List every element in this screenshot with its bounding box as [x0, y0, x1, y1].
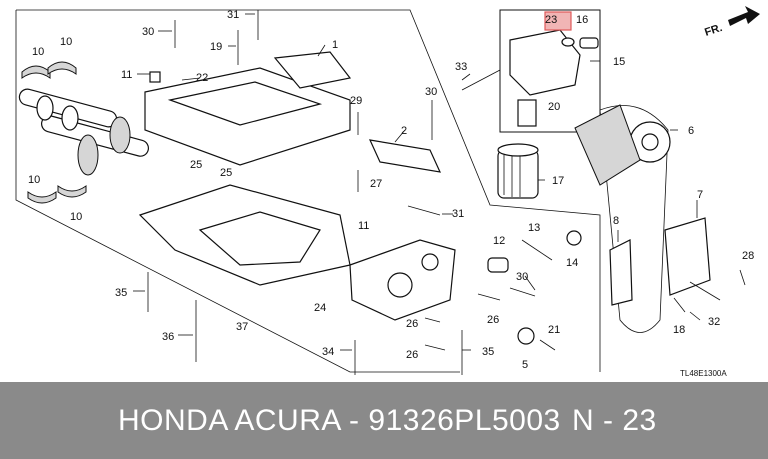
callout-35: 35 [482, 346, 494, 358]
chain-guide-8 [609, 239, 633, 306]
callout-25: 25 [220, 167, 232, 179]
callout-25: 25 [190, 159, 202, 171]
callout-10: 10 [60, 36, 72, 48]
shaft-bearings-bottom [27, 185, 87, 204]
callout-30: 30 [516, 271, 528, 283]
chain-tensioner-7 [664, 217, 711, 296]
reference-number-text: N - 23 [572, 404, 657, 437]
filter-housing-box [499, 9, 601, 133]
spring-13 [521, 239, 553, 261]
parts-diagram: FR. 30 31 19 1 10 10 11 22 29 30 2 [15, 6, 760, 378]
balancer-housing-lower [138, 184, 351, 286]
callout-27: 27 [370, 178, 382, 190]
highlight-box [544, 11, 572, 31]
sprocket-5 [517, 327, 535, 345]
callout-23: 23 [545, 14, 557, 26]
callout-26: 26 [406, 349, 418, 361]
oil-pump [349, 239, 456, 321]
callout-13: 13 [528, 222, 540, 234]
drawing-code: TL48E1300A [680, 369, 727, 378]
callout-11: 11 [358, 220, 369, 232]
frame-line [16, 9, 601, 372]
callout-28: 28 [742, 250, 754, 262]
callout-26: 26 [487, 314, 499, 326]
callout-33: 33 [455, 61, 467, 73]
callout-30: 30 [425, 86, 437, 98]
callout-34: 34 [322, 346, 334, 358]
callout-19: 19 [210, 41, 222, 53]
callout-31: 31 [227, 9, 239, 21]
balancer-housing-upper [144, 67, 351, 166]
callout-10: 10 [32, 46, 44, 58]
callout-17: 17 [552, 175, 564, 187]
callout-35: 35 [115, 287, 127, 299]
callout-16: 16 [576, 14, 588, 26]
callout-14: 14 [566, 257, 578, 269]
callout-12: 12 [493, 235, 505, 247]
shaft-bearings-top [21, 61, 77, 79]
callout-labels: 30 31 19 1 10 10 11 22 29 30 2 25 25 27 … [28, 9, 754, 371]
callout-30: 30 [142, 26, 154, 38]
callout-1: 1 [332, 39, 338, 51]
callout-6: 6 [688, 125, 694, 137]
frame-line-lower [15, 10, 460, 373]
callout-7: 7 [697, 189, 703, 201]
callout-29: 29 [350, 95, 362, 107]
callout-22: 22 [196, 72, 208, 84]
valve-12 [487, 257, 509, 273]
plug-14 [566, 230, 582, 246]
callout-21: 21 [548, 324, 560, 336]
callout-10: 10 [70, 211, 82, 223]
leader-lines [133, 13, 701, 351]
callout-37: 37 [236, 321, 248, 333]
callout-10: 10 [28, 174, 40, 186]
oil-filter [497, 143, 539, 199]
callout-24: 24 [314, 302, 326, 314]
part-number-text: HONDA ACURA - 91326PL5003 [118, 404, 561, 437]
callout-8: 8 [613, 215, 619, 227]
callout-36: 36 [162, 331, 174, 343]
exploded-view-drawing: FR. 30 31 19 1 10 10 11 22 29 30 2 [15, 6, 760, 378]
direction-label: FR. [703, 22, 724, 39]
callout-26: 26 [406, 318, 418, 330]
baffle-plate-1 [273, 51, 352, 89]
part-number-footer: HONDA ACURA - 91326PL5003 N - 23 [0, 382, 768, 459]
callout-11: 11 [121, 69, 132, 81]
filter-housing [509, 29, 599, 127]
callout-15: 15 [613, 56, 625, 68]
callout-32: 32 [708, 316, 720, 328]
callout-2: 2 [401, 125, 407, 137]
callout-18: 18 [673, 324, 685, 336]
timing-chain [574, 104, 671, 333]
callout-5: 5 [522, 359, 528, 371]
baffle-plate-2 [368, 139, 442, 173]
callout-20: 20 [548, 101, 560, 113]
balancer-shafts [18, 88, 149, 176]
callout-31: 31 [452, 208, 464, 220]
bolts [147, 10, 746, 375]
front-arrow-icon [728, 6, 760, 26]
